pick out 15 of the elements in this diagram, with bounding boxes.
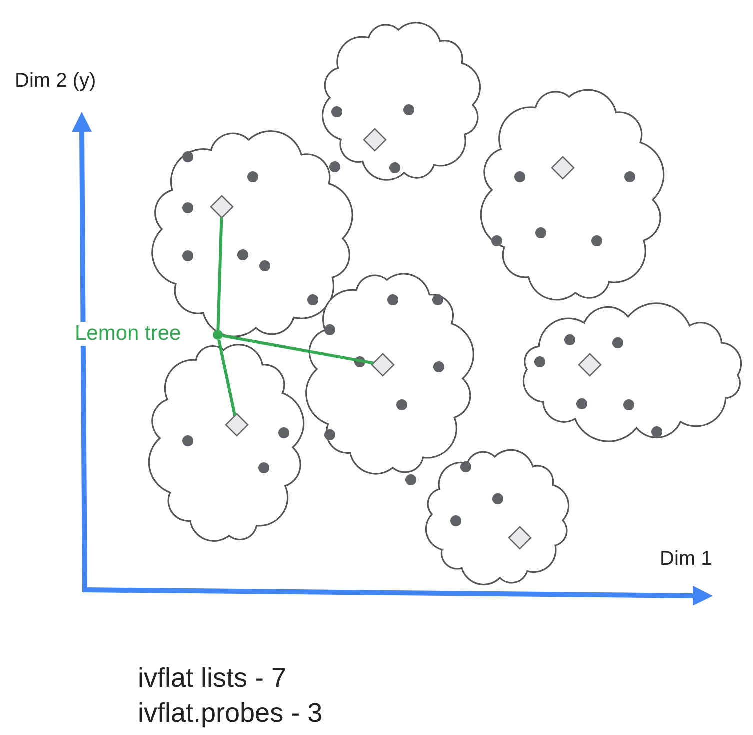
axis-label: Dim 1 bbox=[660, 548, 712, 571]
caption-text: ivflat lists - 7 bbox=[138, 663, 287, 694]
query-point bbox=[213, 330, 223, 340]
centroid-diamond bbox=[364, 129, 386, 151]
connector-line bbox=[222, 334, 374, 365]
connector-line bbox=[216, 218, 224, 330]
axis-label: Dim 2 (y) bbox=[15, 70, 96, 93]
centroid-diamond bbox=[579, 354, 601, 376]
centroid-diamond bbox=[552, 157, 574, 179]
centroid-diamond bbox=[372, 354, 394, 376]
centroid-diamond bbox=[509, 527, 531, 549]
caption-text: ivflat.probes - 3 bbox=[138, 698, 323, 729]
connector-line bbox=[218, 340, 237, 416]
centroid-diamond bbox=[211, 196, 233, 218]
centroid-diamond bbox=[226, 414, 248, 436]
